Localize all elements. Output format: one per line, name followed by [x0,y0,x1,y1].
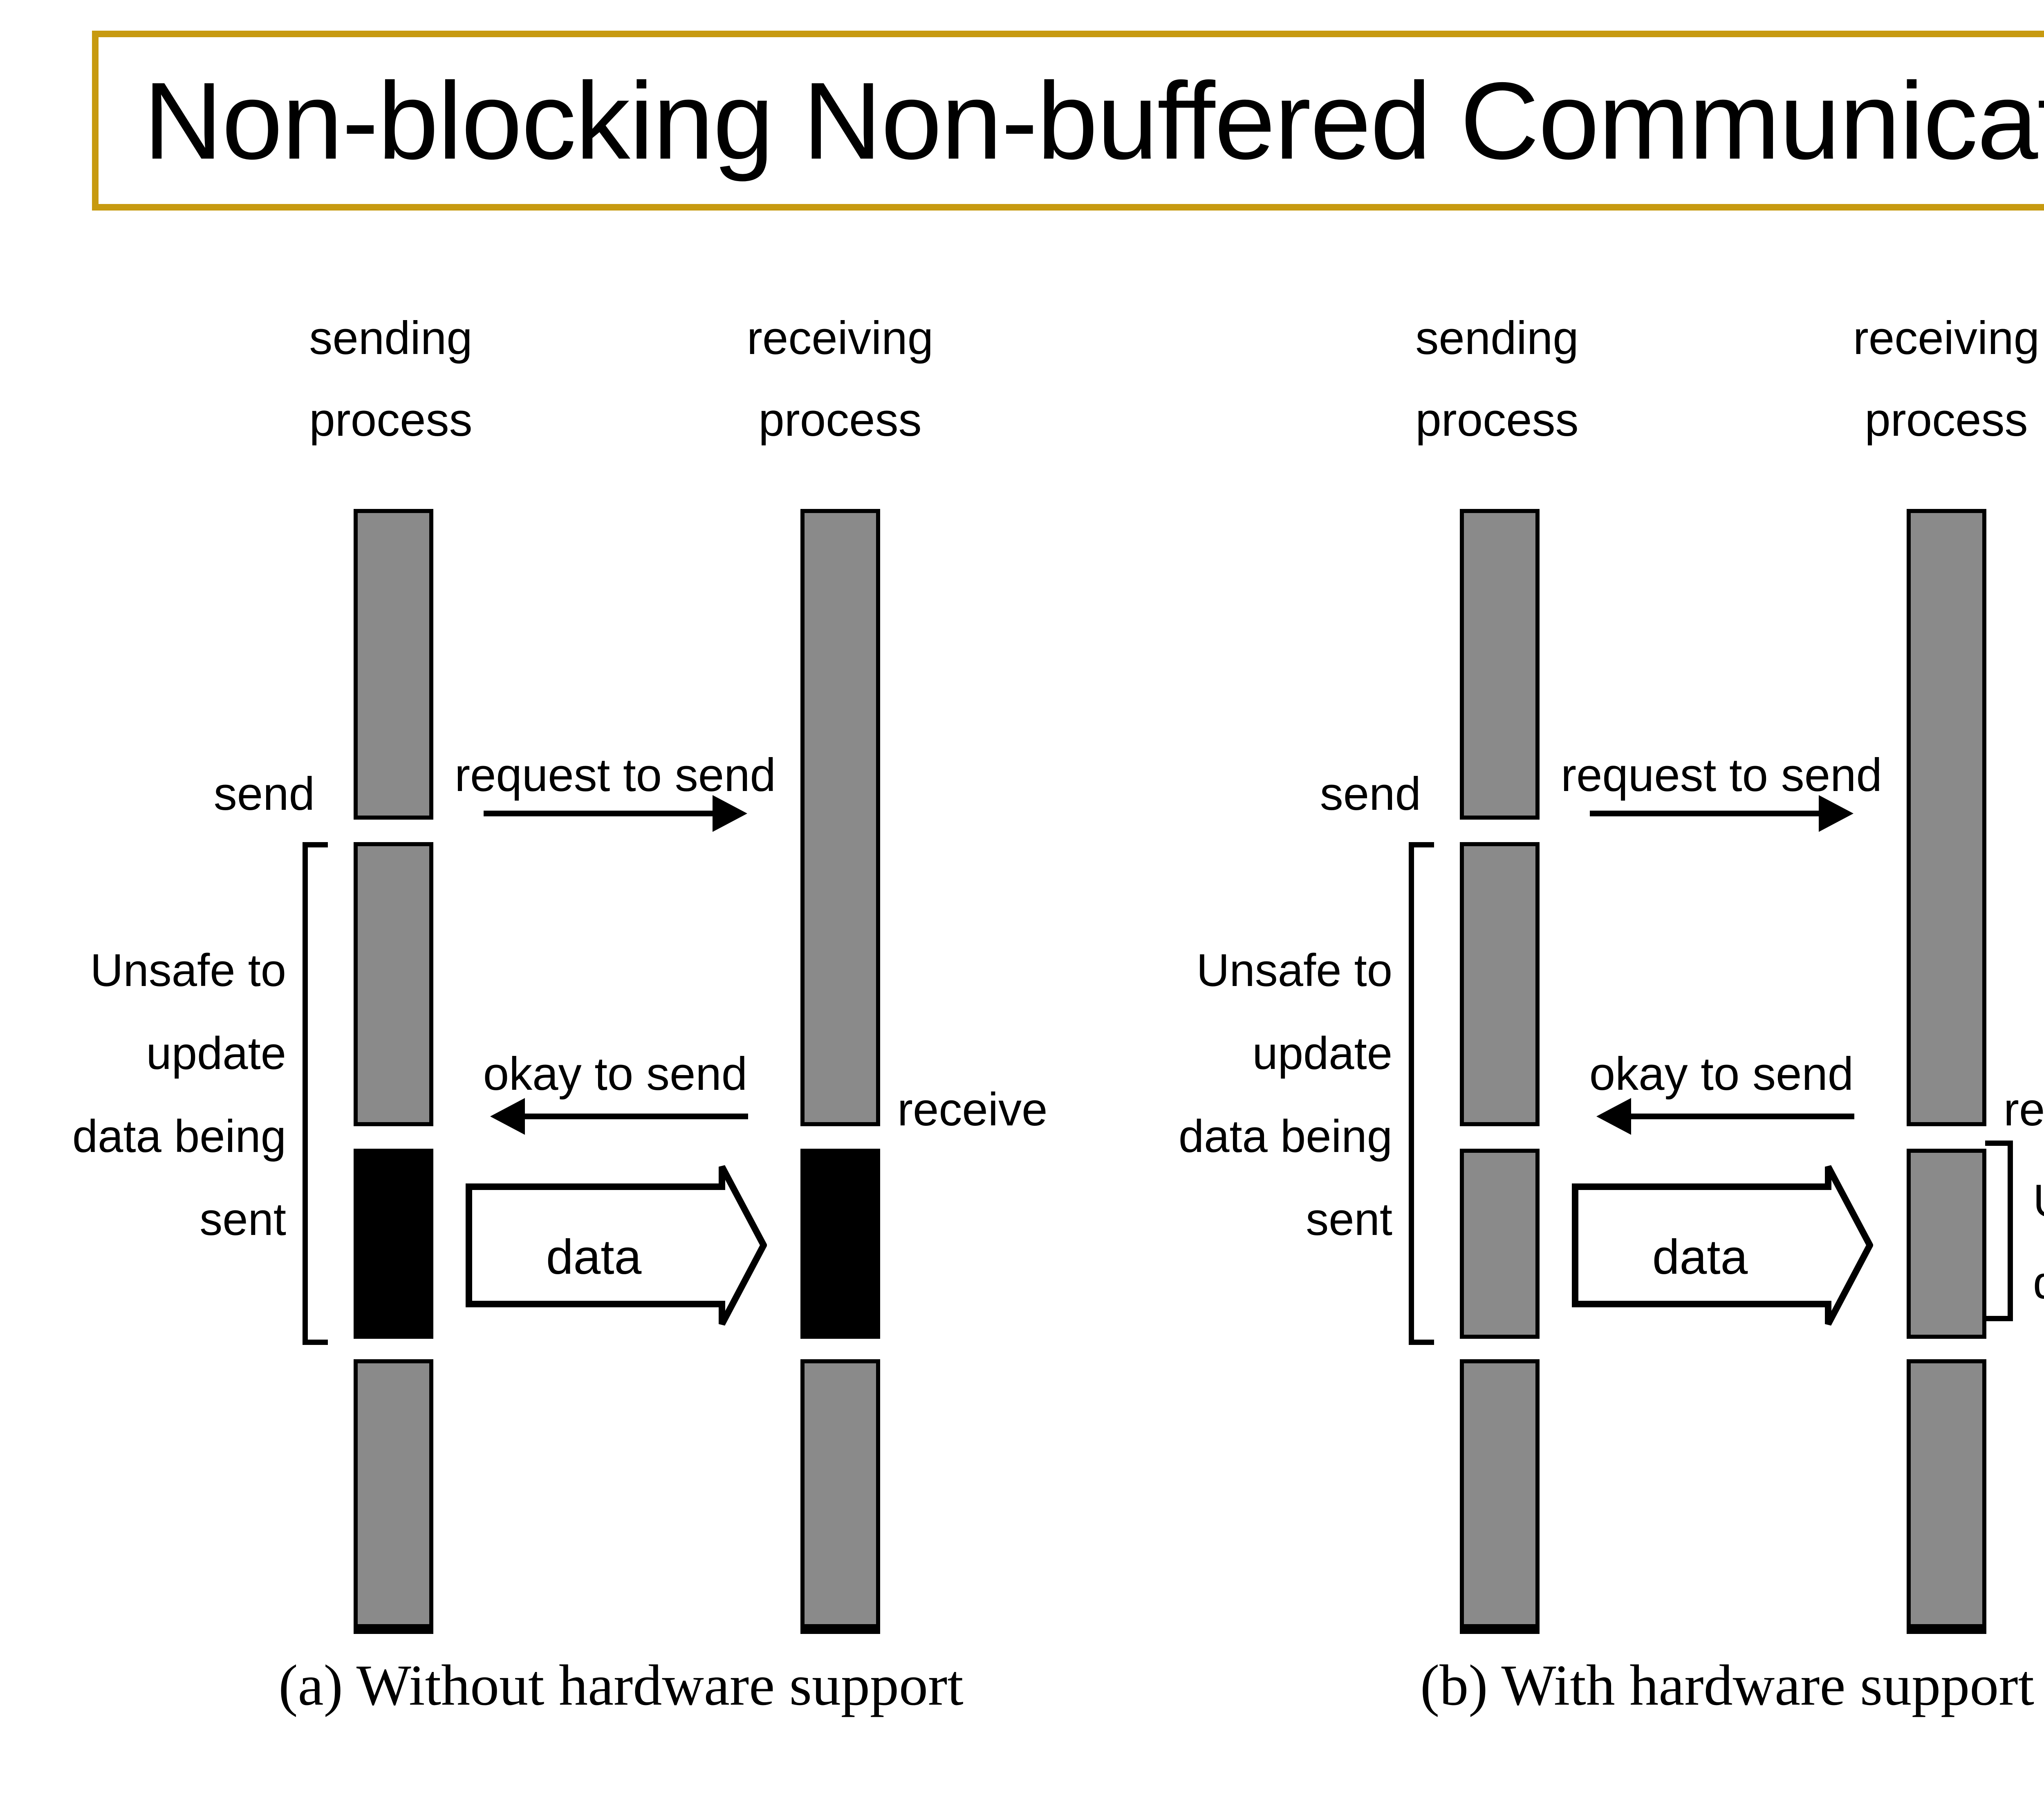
sender-segment-2 [1460,842,1540,1126]
diagram-with-hw: sending process receiving process send r… [1106,0,2044,1795]
data-block-arrow-icon [466,1165,767,1326]
receiver-unsafe-segment [1907,1149,1986,1339]
request-to-send-label: request to send [1561,749,1882,801]
unsafe-bracket-bottom-tick [1409,1340,1434,1345]
arrow-head-right-icon [713,795,747,832]
receiving-process-line2: process [758,394,922,446]
unsafe-read-bracket-bottom-tick [1985,1316,2013,1321]
send-event-label: send [1320,768,1421,820]
sender-unsafe-segment [354,1149,433,1339]
sending-process-line1: sending [1415,312,1579,364]
sender-unsafe-segment [1460,1149,1540,1339]
receiving-process-label: receiving process [677,298,1004,461]
unsafe-read-bracket-top-tick [1985,1141,2013,1146]
arrow-head-right-icon [1819,795,1853,832]
sending-process-line2: process [309,394,473,446]
data-label: data [546,1230,642,1284]
unsafe-update-line3: data being [72,1111,286,1162]
receiving-process-line1: receiving [1853,312,2040,364]
unsafe-bracket [303,842,308,1345]
okay-to-send-label: okay to send [1589,1048,1854,1100]
receiver-segment-1 [1907,509,1986,1126]
request-to-send-arrow [1590,811,1819,816]
unsafe-update-line2: update [1252,1028,1392,1079]
unsafe-bracket-top-tick [303,842,328,847]
request-to-send-label: request to send [455,749,776,801]
sending-process-label: sending process [227,298,554,461]
sender-segment-1 [354,509,433,820]
unsafe-update-note: Unsafe to update data being sent [1106,929,1392,1261]
unsafe-update-line2: update [146,1028,286,1079]
sender-segment-4 [1460,1359,1540,1634]
unsafe-update-line4: sent [1306,1194,1392,1245]
unsafe-update-line3: data being [1178,1111,1392,1162]
data-label: data [1652,1230,1748,1284]
unsafe-bracket [1409,842,1414,1345]
receiving-process-line2: process [1865,394,2028,446]
caption-b: (b) With hardware support [1420,1653,2034,1717]
unsafe-bracket-top-tick [1409,842,1434,847]
diagram-without-hw: sending process receiving process send r… [0,298,1048,1717]
unsafe-update-note: Unsafe to update data being sent [0,929,286,1261]
receiving-process-line1: receiving [746,312,934,364]
receiving-process-label: receiving process [1783,298,2044,461]
request-to-send-arrow [484,811,713,816]
unsafe-update-line4: sent [199,1194,286,1245]
receiver-segment-1 [800,509,880,1126]
receive-event-label: receive [2004,1084,2044,1136]
okay-to-send-label: okay to send [483,1048,748,1100]
sender-segment-4 [354,1359,433,1634]
okay-to-send-arrow [519,1114,748,1119]
data-block-arrow-icon [1572,1165,1873,1326]
unsafe-read-bracket [2008,1141,2013,1321]
unsafe-update-line1: Unsafe to [90,945,286,996]
unsafe-bracket-bottom-tick [303,1340,328,1345]
unsafe-update-line1: Unsafe to [1196,945,1392,996]
receiver-segment-3 [1907,1359,1986,1634]
caption-a: (a) Without hardware support [278,1653,964,1717]
receiver-segment-3 [800,1359,880,1634]
okay-to-send-arrow [1625,1114,1854,1119]
unsafe-read-line1: Unsafe to read [2033,1160,2044,1242]
sending-process-label: sending process [1334,298,1661,461]
title-box: Non-blocking Non-buffered Communication [92,31,2044,211]
receive-event-label: receive [897,1084,1048,1136]
sending-process-line1: sending [309,312,473,364]
page-title: Non-blocking Non-buffered Communication [143,59,2044,182]
send-event-label: send [213,768,315,820]
sending-process-line2: process [1415,394,1579,446]
arrow-head-left-icon [1596,1098,1631,1135]
arrow-head-left-icon [490,1098,525,1135]
receiver-unsafe-segment [800,1149,880,1339]
sender-segment-2 [354,842,433,1126]
sender-segment-1 [1460,509,1540,820]
